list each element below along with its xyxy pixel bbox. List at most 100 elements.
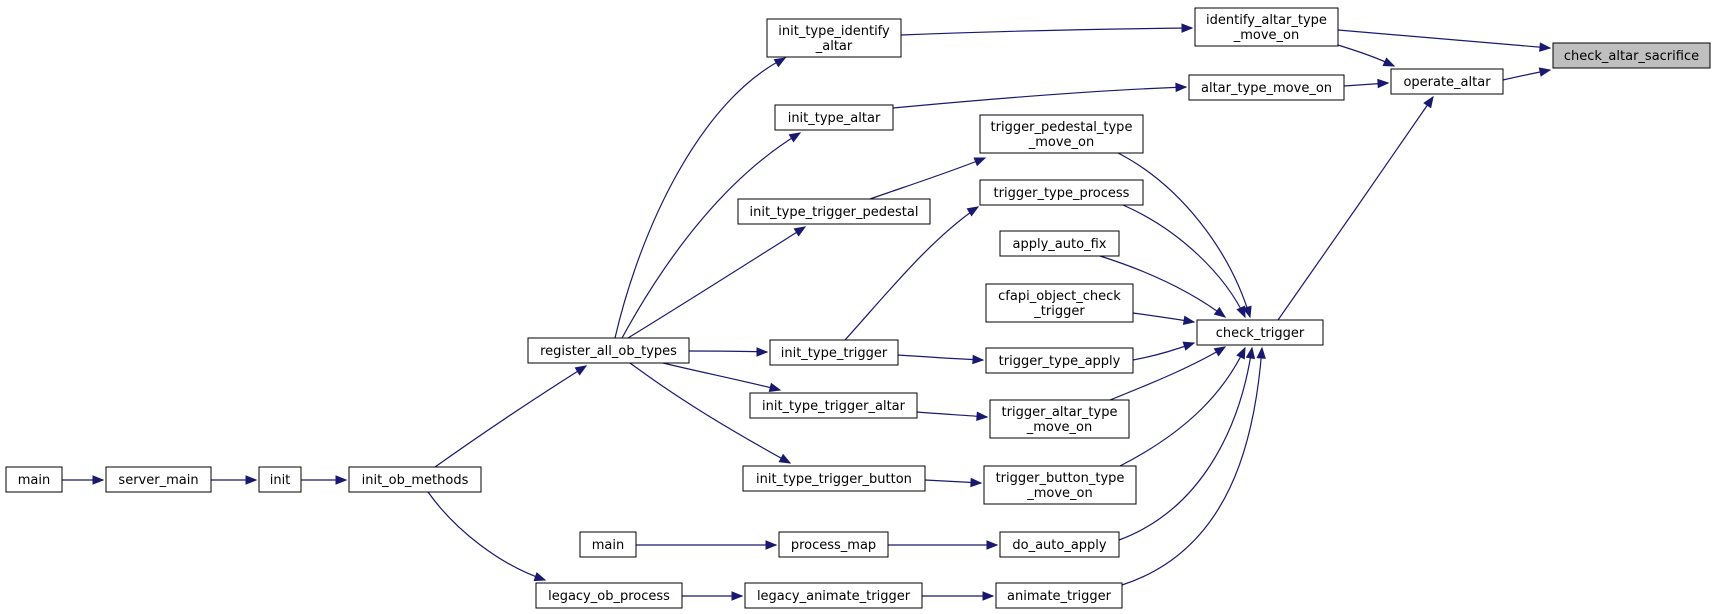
node-label: process_map (791, 538, 876, 553)
edge-arrowhead (793, 226, 807, 237)
edge-arrowhead (982, 591, 995, 601)
node-label: trigger_type_process (994, 186, 1130, 201)
node-main-b[interactable]: main (579, 531, 637, 558)
node-main-a[interactable]: main (5, 466, 63, 493)
edge-main_a-to-server_main (62, 475, 105, 485)
edge-line (688, 350, 768, 353)
edge-line (1337, 29, 1551, 49)
edge-do_auto_apply-to-check_trigger (1118, 346, 1256, 541)
edge-trigger_button_type_move_on-to-check_trigger (1119, 346, 1246, 467)
node-trigger-pedestal-type-move-on[interactable]: trigger_pedestal_type_move_on (979, 114, 1144, 154)
node-label: init_type_trigger_altar (762, 399, 906, 414)
node-box (778, 531, 889, 558)
node-init-type-trigger-button[interactable]: init_type_trigger_button (742, 465, 926, 492)
node-process-map[interactable]: process_map (778, 531, 889, 558)
edge-arrowhead (1181, 23, 1194, 33)
edge-arrowhead (1539, 42, 1552, 52)
node-cfapi-object-check-trigger[interactable]: cfapi_object_check_trigger (985, 283, 1134, 323)
edge-arrowhead (788, 132, 802, 143)
node-label: init_type_identify (778, 24, 890, 39)
edge-register_all_ob_types-to-init_type_trigger_altar (662, 362, 782, 392)
node-label: legacy_ob_process (548, 589, 670, 604)
edge-line (1119, 347, 1246, 467)
node-box (766, 18, 902, 58)
node-box (1196, 319, 1324, 346)
edge-arrowhead (756, 347, 769, 357)
node-label: init_type_altar (788, 111, 881, 126)
edge-arrowhead (976, 411, 989, 421)
node-box (989, 399, 1130, 439)
node-check-trigger[interactable]: check_trigger (1196, 319, 1324, 346)
edge-arrowhead (1423, 95, 1434, 109)
node-box (258, 466, 302, 493)
node-init-ob-methods[interactable]: init_ob_methods (348, 466, 482, 493)
edge-register_all_ob_types-to-init_type_altar (621, 132, 802, 339)
edge-arrowhead (768, 382, 782, 392)
node-label: animate_trigger (1007, 589, 1112, 604)
node-box (985, 347, 1134, 374)
node-box (105, 466, 212, 493)
edge-arrowhead (1182, 341, 1196, 351)
edge-arrowhead (1213, 346, 1227, 357)
node-init-type-trigger[interactable]: init_type_trigger (769, 339, 899, 366)
node-label: identify_altar_type (1206, 13, 1327, 28)
node-box (749, 392, 918, 419)
edge-arrowhead (1538, 67, 1552, 77)
node-box (1194, 7, 1339, 47)
edge-arrowhead (1182, 315, 1196, 326)
node-box (1390, 68, 1504, 95)
edge-register_all_ob_types-to-init_type_identify_altar (614, 57, 787, 339)
node-init-type-trigger-pedestal[interactable]: init_type_trigger_pedestal (737, 198, 931, 225)
node-label: do_auto_apply (1012, 538, 1107, 553)
node-do-auto-apply[interactable]: do_auto_apply (999, 531, 1120, 558)
node-init-type-altar[interactable]: init_type_altar (774, 104, 894, 131)
node-trigger-button-type-move-on[interactable]: trigger_button_type_move_on (983, 465, 1137, 505)
node-operate-altar[interactable]: operate_altar (1390, 68, 1504, 95)
node-box (774, 104, 894, 131)
node-box (744, 582, 923, 609)
node-altar-type-move-on[interactable]: altar_type_move_on (1188, 74, 1345, 101)
node-trigger-type-process[interactable]: trigger_type_process (979, 179, 1144, 206)
edge-arrowhead (765, 540, 778, 550)
edges-layer (62, 23, 1552, 601)
node-label: trigger_pedestal_type (991, 120, 1133, 135)
edge-arrowhead (773, 57, 787, 68)
node-label: check_altar_sacrifice (1564, 49, 1699, 64)
edge-arrowhead (778, 453, 792, 464)
edge-arrowhead (1382, 57, 1396, 67)
node-server-main[interactable]: server_main (105, 466, 212, 493)
edge-line (844, 206, 979, 341)
node-box (535, 582, 683, 609)
node-label: trigger_altar_type (1002, 405, 1118, 420)
edge-apply_auto_fix-to-check_trigger (1099, 255, 1227, 318)
node-trigger-type-apply[interactable]: trigger_type_apply (985, 347, 1134, 374)
edge-arrowhead (335, 475, 348, 485)
node-trigger-altar-type-move-on[interactable]: trigger_altar_type_move_on (989, 399, 1130, 439)
node-check-altar-sacrifice[interactable]: check_altar_sacrifice (1552, 42, 1711, 69)
edge-arrowhead (1256, 346, 1266, 359)
edge-arrowhead (972, 354, 985, 365)
edge-init_type_trigger_pedestal-to-trigger_pedestal_type_move_on (869, 157, 987, 200)
node-label: init_ob_methods (362, 473, 469, 488)
node-animate-trigger[interactable]: animate_trigger (995, 582, 1123, 609)
node-legacy-animate-trigger[interactable]: legacy_animate_trigger (744, 582, 923, 609)
node-label: legacy_animate_trigger (757, 589, 911, 604)
edge-line (892, 86, 1187, 109)
edge-line (900, 27, 1193, 36)
node-identify-altar-type-move-on[interactable]: identify_altar_type_move_on (1194, 7, 1339, 47)
node-init-type-trigger-altar[interactable]: init_type_trigger_altar (749, 392, 918, 419)
node-box (999, 230, 1120, 257)
node-init[interactable]: init (258, 466, 302, 493)
edge-init_ob_methods-to-legacy_ob_process (427, 491, 547, 582)
edge-arrowhead (1175, 82, 1188, 93)
edge-line (629, 362, 791, 464)
node-box (742, 465, 926, 492)
node-apply-auto-fix[interactable]: apply_auto_fix (999, 230, 1120, 257)
node-register-all-ob-types[interactable]: register_all_ob_types (527, 337, 690, 364)
node-init-type-identify-altar[interactable]: init_type_identify_altar (766, 18, 902, 58)
edge-altar_type_move_on-to-operate_altar (1343, 78, 1390, 89)
node-box (769, 339, 899, 366)
edge-arrowhead (92, 475, 105, 485)
edge-operate_altar-to-check_altar_sacrifice (1502, 67, 1552, 81)
node-legacy-ob-process[interactable]: legacy_ob_process (535, 582, 683, 609)
